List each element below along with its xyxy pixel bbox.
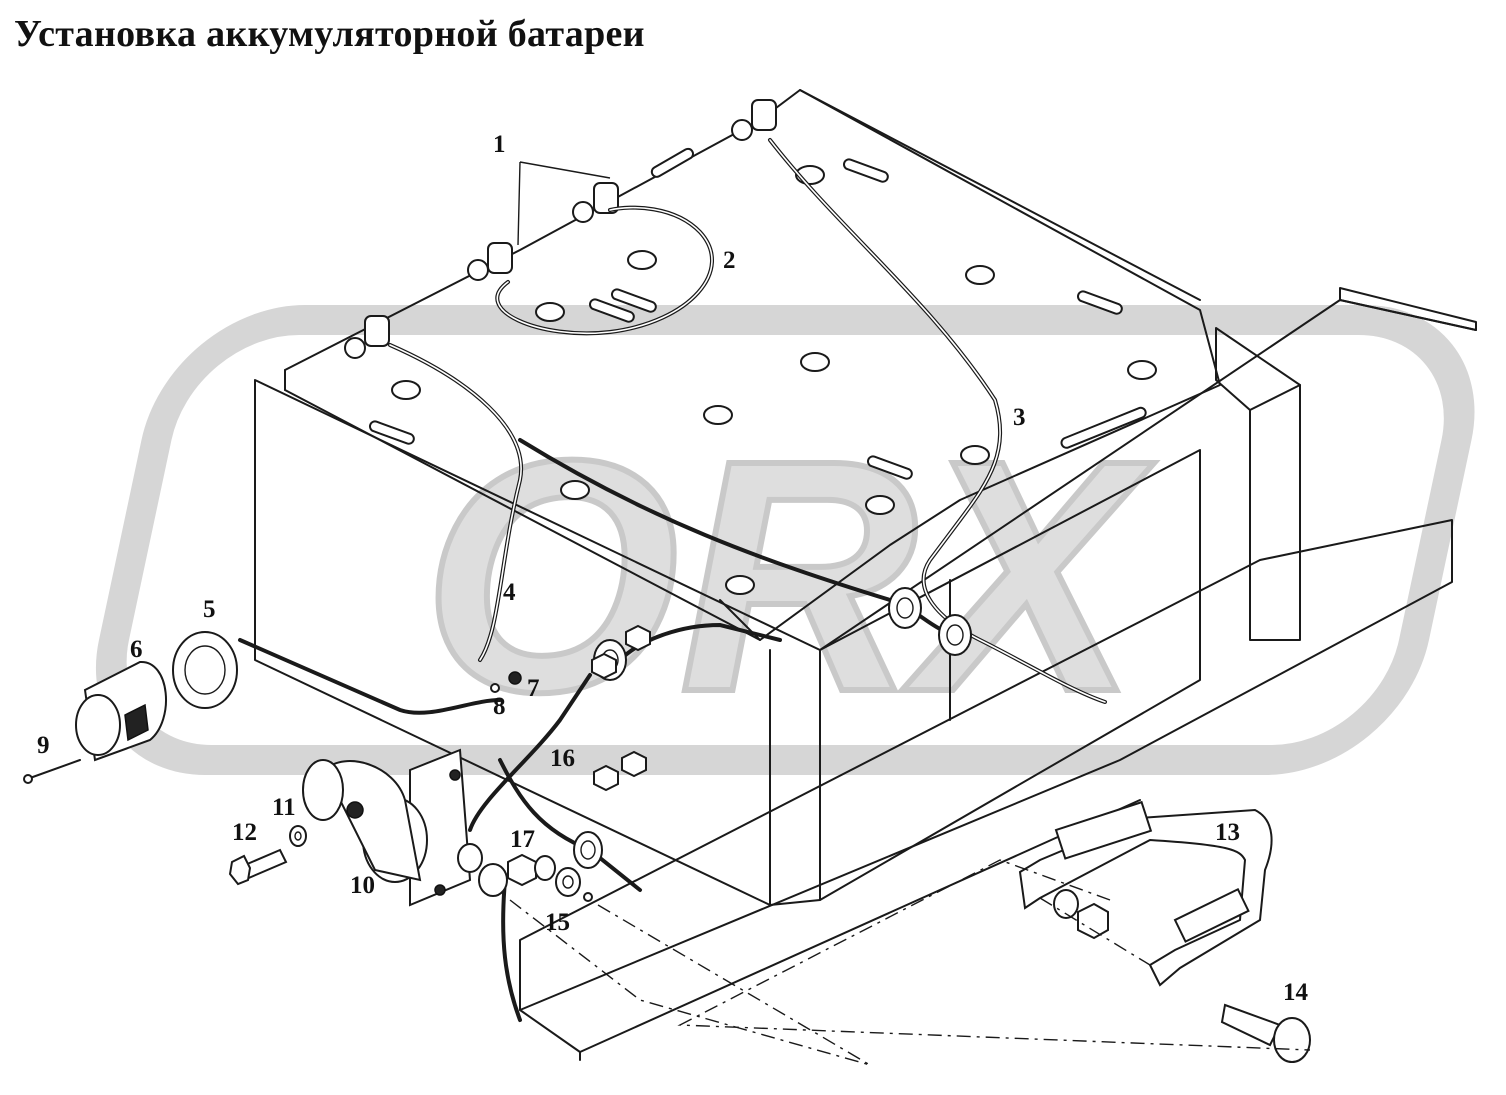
screw-9 <box>23 759 81 784</box>
cover-slots <box>368 147 1147 480</box>
callout-11: 11 <box>272 794 296 821</box>
terminal-1d <box>731 99 777 141</box>
callout-9: 9 <box>37 732 50 759</box>
battery-terminals <box>344 99 777 359</box>
leader-1 <box>517 161 611 246</box>
callout-1: 1 <box>493 131 506 158</box>
callout-13: 13 <box>1215 819 1240 846</box>
callouts: 1 2 3 4 5 6 7 8 9 10 11 12 13 14 15 16 1… <box>37 131 1309 1006</box>
ground-strap <box>1018 800 1273 987</box>
callout-10: 10 <box>350 872 375 899</box>
page-title: Установка аккумуляторной батареи <box>14 13 645 55</box>
callout-12: 12 <box>232 819 257 846</box>
socket-assembly <box>75 631 238 762</box>
callout-15: 15 <box>545 909 570 936</box>
callout-14: 14 <box>1283 979 1309 1006</box>
terminal-1c <box>572 182 619 223</box>
callout-3: 3 <box>1013 404 1026 431</box>
assembly-lines <box>509 859 1311 1066</box>
battery-cover <box>284 89 1221 641</box>
callout-5: 5 <box>203 596 216 623</box>
watermark-frame <box>95 305 1475 775</box>
washer-11 <box>289 825 307 847</box>
terminal-1b <box>467 242 513 281</box>
callout-6: 6 <box>130 636 143 663</box>
box-nuts <box>490 624 651 792</box>
callout-16: 16 <box>550 745 575 772</box>
grommets <box>573 587 972 869</box>
bolt-12 <box>228 848 288 886</box>
callout-2: 2 <box>723 247 736 274</box>
terminal-hardware <box>457 843 593 902</box>
callout-8: 8 <box>493 693 506 720</box>
bolt-14 <box>1220 1003 1311 1063</box>
switch-assembly <box>302 748 472 907</box>
terminal-1a <box>344 315 390 359</box>
watermark: ORX <box>95 305 1475 775</box>
callout-7: 7 <box>527 675 540 702</box>
callout-4: 4 <box>503 579 516 606</box>
callout-17: 17 <box>510 826 535 853</box>
frame-bracket <box>1215 327 1301 641</box>
cover-bosses <box>391 165 1157 595</box>
